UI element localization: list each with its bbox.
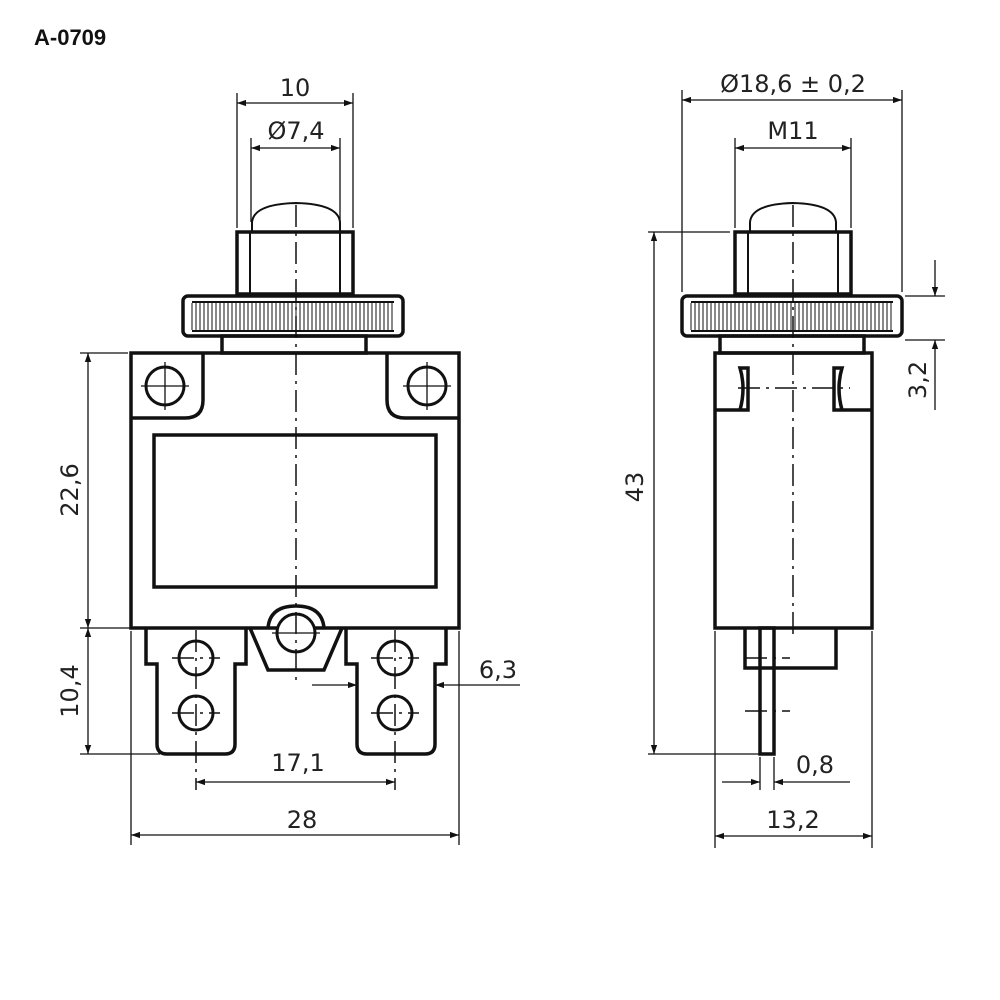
- side-view: [680, 201, 904, 756]
- side-dimensions: Ø18,6 ± 0,2 M11 43 3,2 0,8 13,2: [621, 70, 945, 848]
- front-mount-pocket-right: [385, 353, 459, 420]
- dim-button-diameter: Ø7,4: [267, 117, 324, 145]
- dim-terminal-height: 10,4: [56, 664, 84, 717]
- side-hidden-pocket-right: [832, 366, 872, 412]
- side-terminal-back: [743, 628, 838, 670]
- front-dimensions: 10 Ø7,4 22,6 10,4 6,3 17,1 28: [56, 74, 520, 845]
- dim-terminal-spacing: 17,1: [271, 749, 324, 777]
- dim-nut-thickness: 3,2: [904, 361, 932, 399]
- front-washer: [220, 334, 368, 355]
- front-terminal-right: [344, 628, 448, 756]
- front-view: [129, 201, 461, 790]
- dim-terminal-width: 6,3: [479, 656, 517, 684]
- part-number: A-0709: [34, 25, 106, 50]
- dim-body-depth: 13,2: [766, 806, 819, 834]
- dim-thread: M11: [767, 117, 818, 145]
- dim-body-height: 22,6: [56, 463, 84, 516]
- front-button-shaft: [235, 230, 355, 296]
- side-terminal-blade: [758, 626, 776, 756]
- side-hidden-pocket-left: [715, 366, 750, 412]
- dim-nut-diameter: Ø18,6 ± 0,2: [720, 70, 866, 98]
- side-button-dome: [749, 201, 837, 233]
- front-mount-pocket-left: [131, 353, 205, 420]
- dim-button-width: 10: [280, 74, 311, 102]
- front-nut-knurling: [191, 303, 393, 330]
- dim-overall-height: 43: [621, 472, 649, 503]
- dim-terminal-thickness: 0,8: [796, 751, 834, 779]
- side-washer: [718, 334, 866, 355]
- front-label-window: [152, 433, 438, 589]
- side-nut-knurling: [690, 303, 892, 330]
- dim-overall-width: 28: [287, 806, 318, 834]
